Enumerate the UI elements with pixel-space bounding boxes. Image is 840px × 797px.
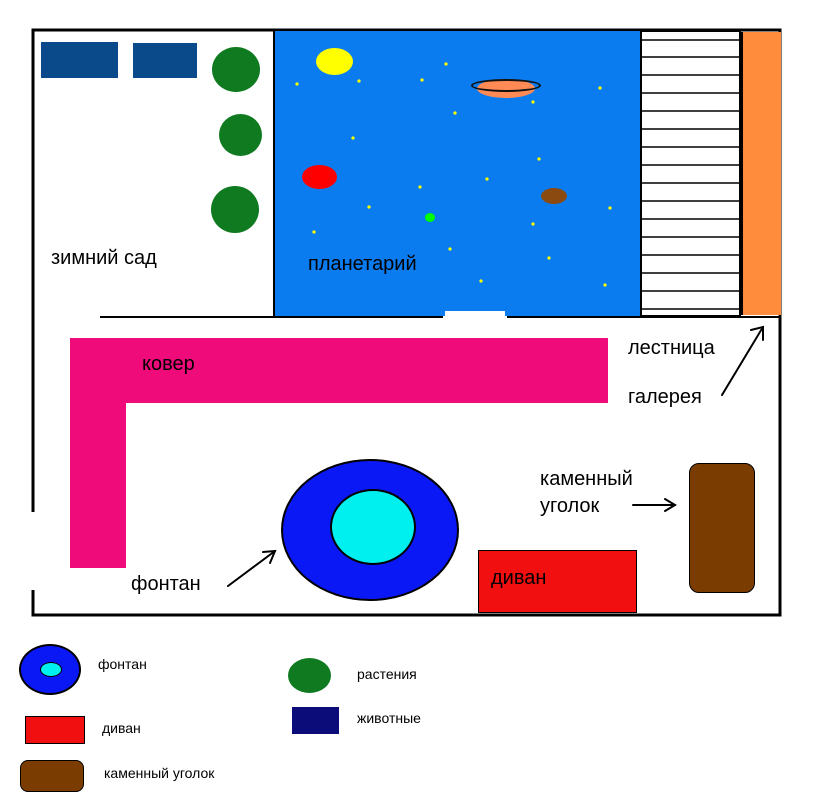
star <box>367 205 371 209</box>
star <box>608 206 612 210</box>
legend-animals-label: животные <box>357 710 421 726</box>
legend-animal-swatch <box>292 707 339 734</box>
gallery-arrow-head <box>750 325 764 341</box>
plant-icon <box>212 47 260 92</box>
fountain-arrow <box>227 550 276 587</box>
animal-block <box>41 42 118 78</box>
green-star-icon <box>425 213 435 222</box>
stone-corner-arrow-head <box>664 498 677 512</box>
star <box>357 79 361 83</box>
star <box>420 78 424 82</box>
legend-fountain-inner <box>40 662 62 677</box>
carpet-label: ковер <box>142 353 195 375</box>
star <box>295 82 299 86</box>
winter-garden-label: зимний сад <box>51 247 157 269</box>
legend-sofa-swatch <box>25 716 85 744</box>
fountain-inner <box>330 489 416 565</box>
star <box>418 185 422 189</box>
legend-stone-swatch <box>20 760 84 792</box>
star <box>444 62 448 66</box>
stone-corner <box>689 463 755 593</box>
sun-icon <box>316 48 353 75</box>
legend-plants-label: растения <box>357 666 417 682</box>
star <box>485 177 489 181</box>
star <box>479 279 483 283</box>
stairs-label: лестница <box>628 337 715 359</box>
legend-sofa-label: диван <box>102 720 141 736</box>
plant-icon <box>211 186 259 233</box>
planetarium-label: планетарий <box>308 253 417 275</box>
plant-icon <box>219 114 262 156</box>
star <box>603 283 607 287</box>
star <box>312 230 316 234</box>
carpet-top <box>70 338 608 403</box>
staircase-steps <box>641 39 740 310</box>
planetarium-door <box>445 311 505 318</box>
star <box>537 157 541 161</box>
fountain-label: фонтан <box>131 573 201 595</box>
animal-block <box>133 43 197 78</box>
star <box>351 136 355 140</box>
sofa <box>478 550 637 613</box>
planet-ring <box>471 79 541 92</box>
star <box>448 247 452 251</box>
star <box>531 222 535 226</box>
star <box>547 256 551 260</box>
gallery-arrow <box>721 326 764 396</box>
brown-planet-icon <box>541 188 567 204</box>
carpet-side <box>70 338 126 568</box>
star <box>531 100 535 104</box>
staircase-frame <box>640 30 741 317</box>
star <box>453 111 457 115</box>
star <box>598 86 602 90</box>
stone-corner-label-line1: каменный <box>540 468 633 490</box>
legend-fountain-label: фонтан <box>98 656 147 672</box>
gallery-strip <box>741 32 781 315</box>
legend-stone-corner-label: каменный уголок <box>104 765 215 781</box>
gallery-label: галерея <box>628 386 702 408</box>
stars-group <box>295 62 612 287</box>
sofa-label: диван <box>491 567 547 589</box>
legend-plant-icon <box>288 658 331 693</box>
fountain-arrow-head <box>262 549 277 564</box>
red-planet-icon <box>302 165 337 189</box>
stone-corner-label-line2: уголок <box>540 495 600 517</box>
outer-wall <box>31 28 782 617</box>
